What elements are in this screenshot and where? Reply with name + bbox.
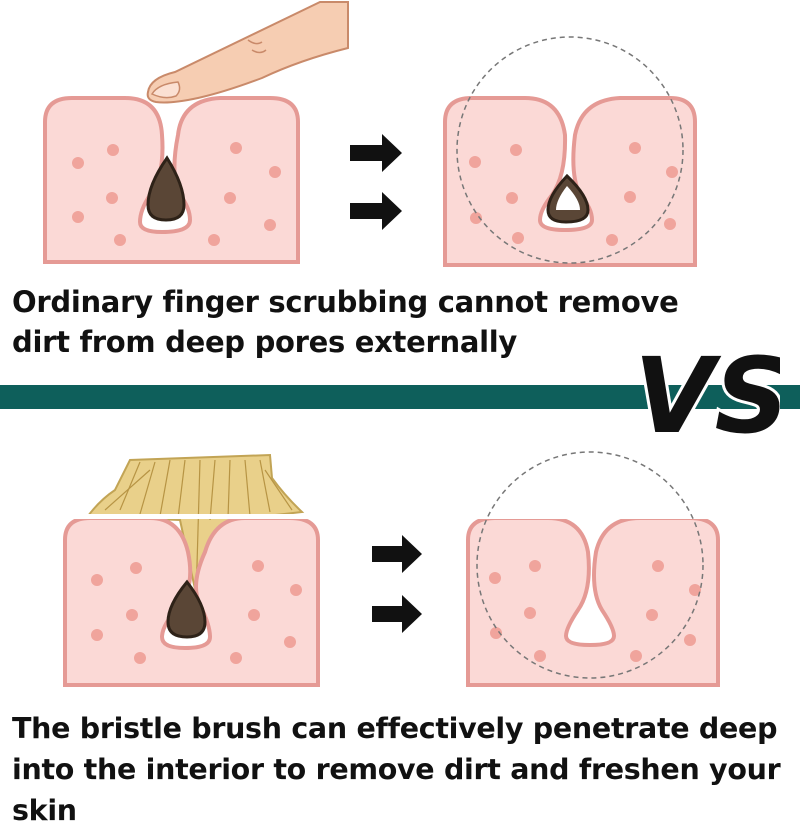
skin-block-brush-after	[462, 452, 724, 685]
bottom-caption: The bristle brush can effectively penetr…	[12, 708, 800, 831]
skin-block-finger-before	[45, 98, 298, 262]
finger-icon	[148, 2, 348, 103]
arrow-icon	[372, 535, 422, 633]
top-caption: Ordinary finger scrubbing cannot remove …	[12, 282, 712, 362]
skin-block-finger-after	[445, 37, 695, 265]
arrow-icon	[350, 134, 402, 230]
